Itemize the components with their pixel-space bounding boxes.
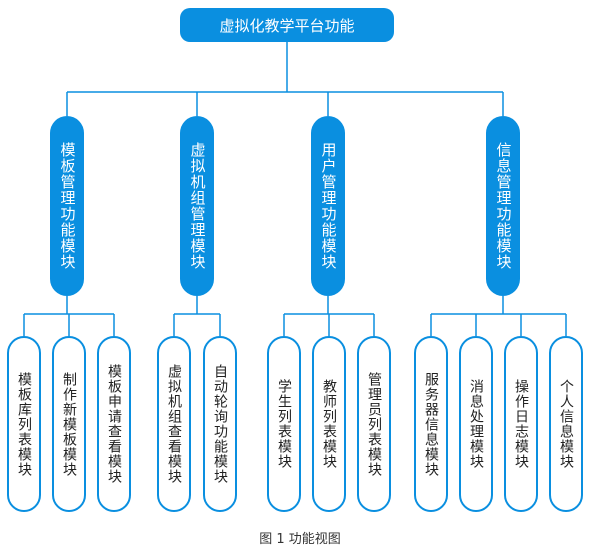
root-label: 虚拟化教学平台功能 — [219, 16, 355, 35]
leaf-label: 操作日志模块 — [513, 379, 529, 469]
module-info-management: 信息管理功能模块 — [486, 116, 520, 296]
leaf-template-library-list: 模板库列表模块 — [7, 336, 41, 512]
module-template-management: 模板管理功能模块 — [50, 116, 84, 296]
root-node: 虚拟化教学平台功能 — [180, 8, 394, 42]
module-label: 模板管理功能模块 — [58, 142, 77, 270]
leaf-operation-log: 操作日志模块 — [504, 336, 538, 512]
leaf-label: 制作新模板模块 — [61, 371, 77, 477]
module-label: 虚拟机组管理模块 — [188, 142, 207, 270]
leaf-admin-list: 管理员列表模块 — [357, 336, 391, 512]
module-label: 用户管理功能模块 — [319, 142, 338, 270]
figure-caption: 图 1 功能视图 — [259, 532, 341, 547]
leaf-teacher-list: 教师列表模块 — [312, 336, 346, 512]
leaf-label: 自动轮询功能模块 — [212, 364, 228, 484]
leaf-vm-group-view: 虚拟机组查看模块 — [157, 336, 191, 512]
leaf-label: 模板申请查看模块 — [106, 364, 122, 484]
module-user-management: 用户管理功能模块 — [311, 116, 345, 296]
leaf-label: 服务器信息模块 — [423, 371, 439, 477]
leaf-label: 虚拟机组查看模块 — [166, 364, 182, 484]
leaf-template-request-view: 模板申请查看模块 — [97, 336, 131, 512]
leaf-message-processing: 消息处理模块 — [459, 336, 493, 512]
leaf-student-list: 学生列表模块 — [267, 336, 301, 512]
module-vm-group-management: 虚拟机组管理模块 — [180, 116, 214, 296]
leaf-label: 学生列表模块 — [276, 379, 292, 469]
leaf-label: 教师列表模块 — [321, 379, 337, 469]
module-label: 信息管理功能模块 — [494, 142, 513, 270]
leaf-create-template: 制作新模板模块 — [52, 336, 86, 512]
leaf-personal-info: 个人信息模块 — [549, 336, 583, 512]
leaf-label: 个人信息模块 — [558, 379, 574, 469]
leaf-server-info: 服务器信息模块 — [414, 336, 448, 512]
leaf-auto-polling: 自动轮询功能模块 — [203, 336, 237, 512]
leaf-label: 管理员列表模块 — [366, 371, 382, 477]
leaf-label: 模板库列表模块 — [16, 371, 32, 477]
leaf-label: 消息处理模块 — [468, 379, 484, 469]
